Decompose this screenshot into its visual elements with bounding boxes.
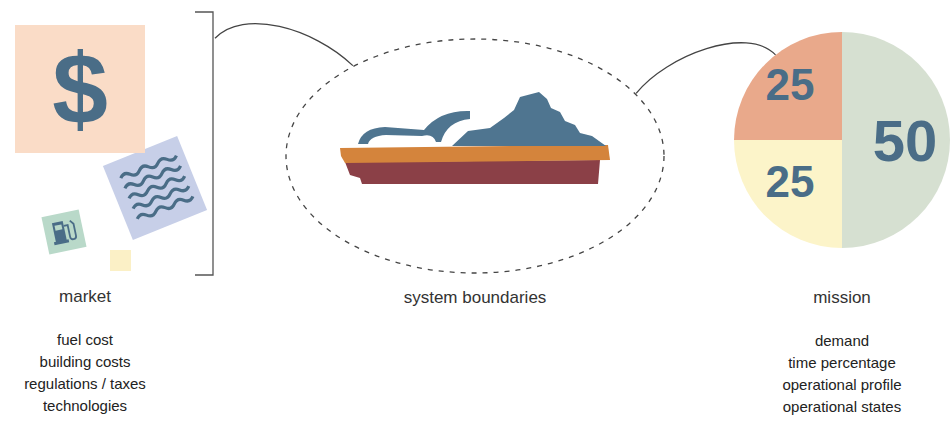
fuel-pump-icon xyxy=(41,209,86,254)
dollar-box: $ xyxy=(15,25,145,153)
currency-symbol: $ xyxy=(15,25,145,153)
pie-slice: 50 xyxy=(855,100,950,180)
list-item: technologies xyxy=(0,395,170,417)
percentage-number: 50 xyxy=(855,100,950,180)
small-square xyxy=(110,250,131,271)
caption-block: market fuel costbuilding costsregulations… xyxy=(0,287,170,417)
bracket xyxy=(195,12,213,275)
list-item: operational profile xyxy=(734,374,950,396)
group-heading: system boundaries xyxy=(285,288,665,308)
caption-block: missiondemandtime percentageoperational … xyxy=(734,288,950,418)
list-item: regulations / taxes xyxy=(0,373,170,395)
caption-block: system boundaries xyxy=(285,288,665,330)
list-item: building costs xyxy=(0,351,170,373)
system-boundary-ellipse: system boundaries xyxy=(285,38,665,274)
list-item: time percentage xyxy=(734,352,950,374)
market-group: marketfuel costbuilding costsregulations… xyxy=(0,12,215,275)
percentage-number: 25 xyxy=(750,147,830,217)
ship-illustration xyxy=(340,92,610,184)
connector-curve xyxy=(215,24,353,66)
percentage-number: 25 xyxy=(750,50,830,120)
list-item: demand xyxy=(734,330,950,352)
group-heading: market xyxy=(0,287,170,307)
mission-pie-chart: missiondemandtime percentageoperational … xyxy=(734,32,950,248)
list-item: fuel cost xyxy=(0,329,170,351)
pie-slice: 25 xyxy=(750,147,830,217)
pie-slice: 25 xyxy=(750,50,830,120)
ellipse-outline xyxy=(285,38,665,274)
connector-curve xyxy=(636,43,775,94)
group-heading: mission xyxy=(734,288,950,308)
list-item: operational states xyxy=(734,396,950,418)
